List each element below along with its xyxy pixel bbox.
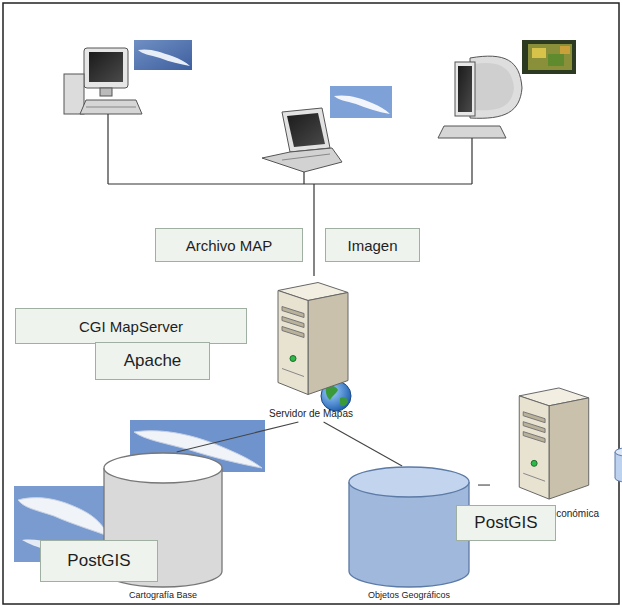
database-icon <box>570 446 622 486</box>
box-label: PostGIS <box>67 551 130 571</box>
node-caption: Objetos Geográficos <box>340 588 478 602</box>
power-led <box>531 460 537 466</box>
server-front <box>519 396 549 499</box>
db-top <box>615 448 622 456</box>
server-icon <box>496 382 608 506</box>
drive-bay <box>282 327 304 338</box>
node-caption: Servidor de Mapas <box>248 406 374 422</box>
component-box: Imagen <box>325 228 420 262</box>
server-node: Servidor de Mapas <box>248 272 374 422</box>
connector-line <box>478 484 490 485</box>
server-icon <box>256 272 366 406</box>
drive-bay <box>523 422 545 433</box>
box-label: Apache <box>124 351 182 371</box>
box-label: PostGIS <box>474 513 537 533</box>
cylinder-body <box>349 482 469 587</box>
db-body <box>615 452 622 482</box>
cylinder-top <box>104 453 222 483</box>
network-wire <box>108 114 472 276</box>
box-label: Imagen <box>347 237 397 254</box>
component-box: Archivo MAP <box>155 228 303 262</box>
map-thumbnail <box>522 40 576 74</box>
vent-line <box>282 369 304 377</box>
component-box: Apache <box>95 342 210 380</box>
cylinder-shape <box>348 466 470 588</box>
component-box: CGI MapServer <box>15 308 247 344</box>
connector <box>478 485 490 486</box>
vent-line <box>523 473 545 481</box>
component-box: PostGIS <box>40 540 158 582</box>
map-thumbnail <box>134 40 192 70</box>
connector <box>177 422 299 452</box>
box-label: CGI MapServer <box>79 318 183 335</box>
server-front <box>278 291 308 395</box>
node-caption: Cartografía Base <box>95 588 231 602</box>
drive-bay <box>282 317 304 328</box>
drive-bay <box>523 432 545 443</box>
server-side <box>308 293 348 395</box>
desktop-computer <box>64 48 142 114</box>
frame <box>3 3 619 604</box>
drive-bay <box>282 307 304 318</box>
connector-line <box>177 422 299 452</box>
server-side <box>549 398 589 499</box>
drive-bay <box>523 412 545 423</box>
monitor-computer <box>438 56 522 138</box>
server-node: BD Socio Económica <box>488 382 616 522</box>
power-led <box>290 356 296 362</box>
component-box: PostGIS <box>456 505 556 541</box>
cylinder-top <box>349 467 469 497</box>
box-label: Archivo MAP <box>186 237 273 254</box>
map-thumbnail <box>330 86 392 118</box>
connector-line <box>324 422 403 466</box>
connector <box>324 422 403 466</box>
